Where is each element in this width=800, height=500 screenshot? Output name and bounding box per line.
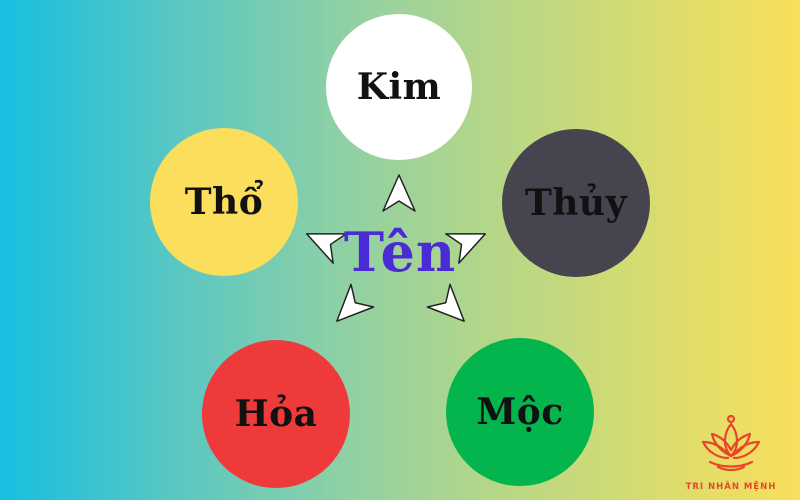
element-label-moc: Mộc bbox=[476, 391, 564, 433]
element-label-thuy: Thủy bbox=[524, 182, 628, 224]
element-circle-hoa: Hỏa bbox=[202, 340, 350, 488]
brand-logo: TRI NHÂN MỆNH bbox=[676, 412, 786, 496]
arrowhead-icon bbox=[426, 283, 465, 322]
lotus-icon bbox=[701, 414, 761, 472]
arrowhead-icon bbox=[445, 233, 487, 264]
arrowhead-icon bbox=[382, 174, 416, 212]
element-label-hoa: Hỏa bbox=[234, 393, 318, 435]
element-circle-tho: Thổ bbox=[150, 128, 298, 276]
brand-name: TRI NHÂN MỆNH bbox=[685, 482, 777, 492]
arrowhead-icon bbox=[305, 233, 347, 264]
arrowhead-icon bbox=[336, 283, 375, 322]
element-circle-thuy: Thủy bbox=[502, 129, 650, 277]
element-circle-moc: Mộc bbox=[446, 338, 594, 486]
center-label-ten: Tên bbox=[343, 220, 457, 284]
element-label-tho: Thổ bbox=[184, 181, 264, 223]
element-circle-kim: Kim bbox=[326, 14, 472, 160]
element-label-kim: Kim bbox=[356, 66, 442, 108]
